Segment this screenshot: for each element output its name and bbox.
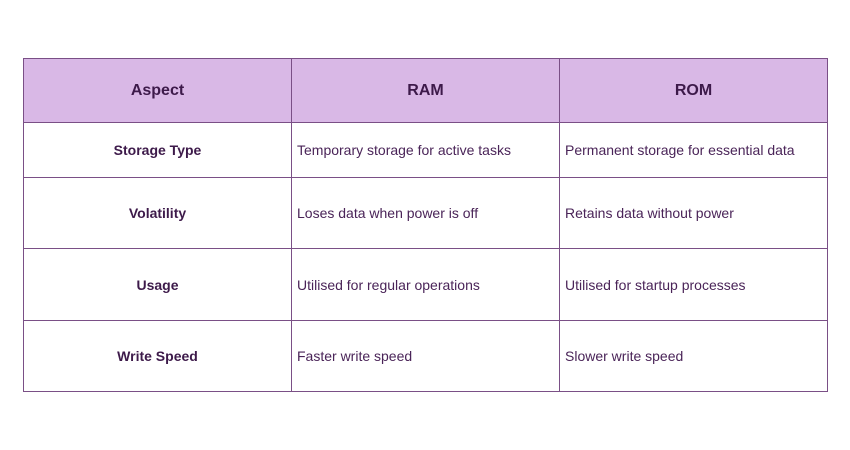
table-row: Volatility Loses data when power is off … [23,177,828,249]
aspect-cell: Write Speed [23,320,292,392]
aspect-cell: Volatility [23,177,292,249]
table-body: Storage Type Temporary storage for activ… [23,122,828,392]
comparison-table: Aspect RAM ROM Storage Type Temporary st… [23,58,828,392]
header-rom: ROM [559,58,828,123]
table-row: Write Speed Faster write speed Slower wr… [23,320,828,392]
ram-cell: Faster write speed [291,320,560,392]
rom-cell: Permanent storage for essential data [559,122,828,178]
table-row: Usage Utilised for regular operations Ut… [23,248,828,321]
header-row: Aspect RAM ROM [23,58,828,123]
aspect-cell: Storage Type [23,122,292,178]
header-aspect: Aspect [23,58,292,123]
ram-cell: Loses data when power is off [291,177,560,249]
rom-cell: Utilised for startup processes [559,248,828,321]
rom-cell: Slower write speed [559,320,828,392]
ram-cell: Temporary storage for active tasks [291,122,560,178]
table-header: Aspect RAM ROM [23,58,828,123]
ram-cell: Utilised for regular operations [291,248,560,321]
header-ram: RAM [291,58,560,123]
aspect-cell: Usage [23,248,292,321]
table-row: Storage Type Temporary storage for activ… [23,122,828,178]
rom-cell: Retains data without power [559,177,828,249]
